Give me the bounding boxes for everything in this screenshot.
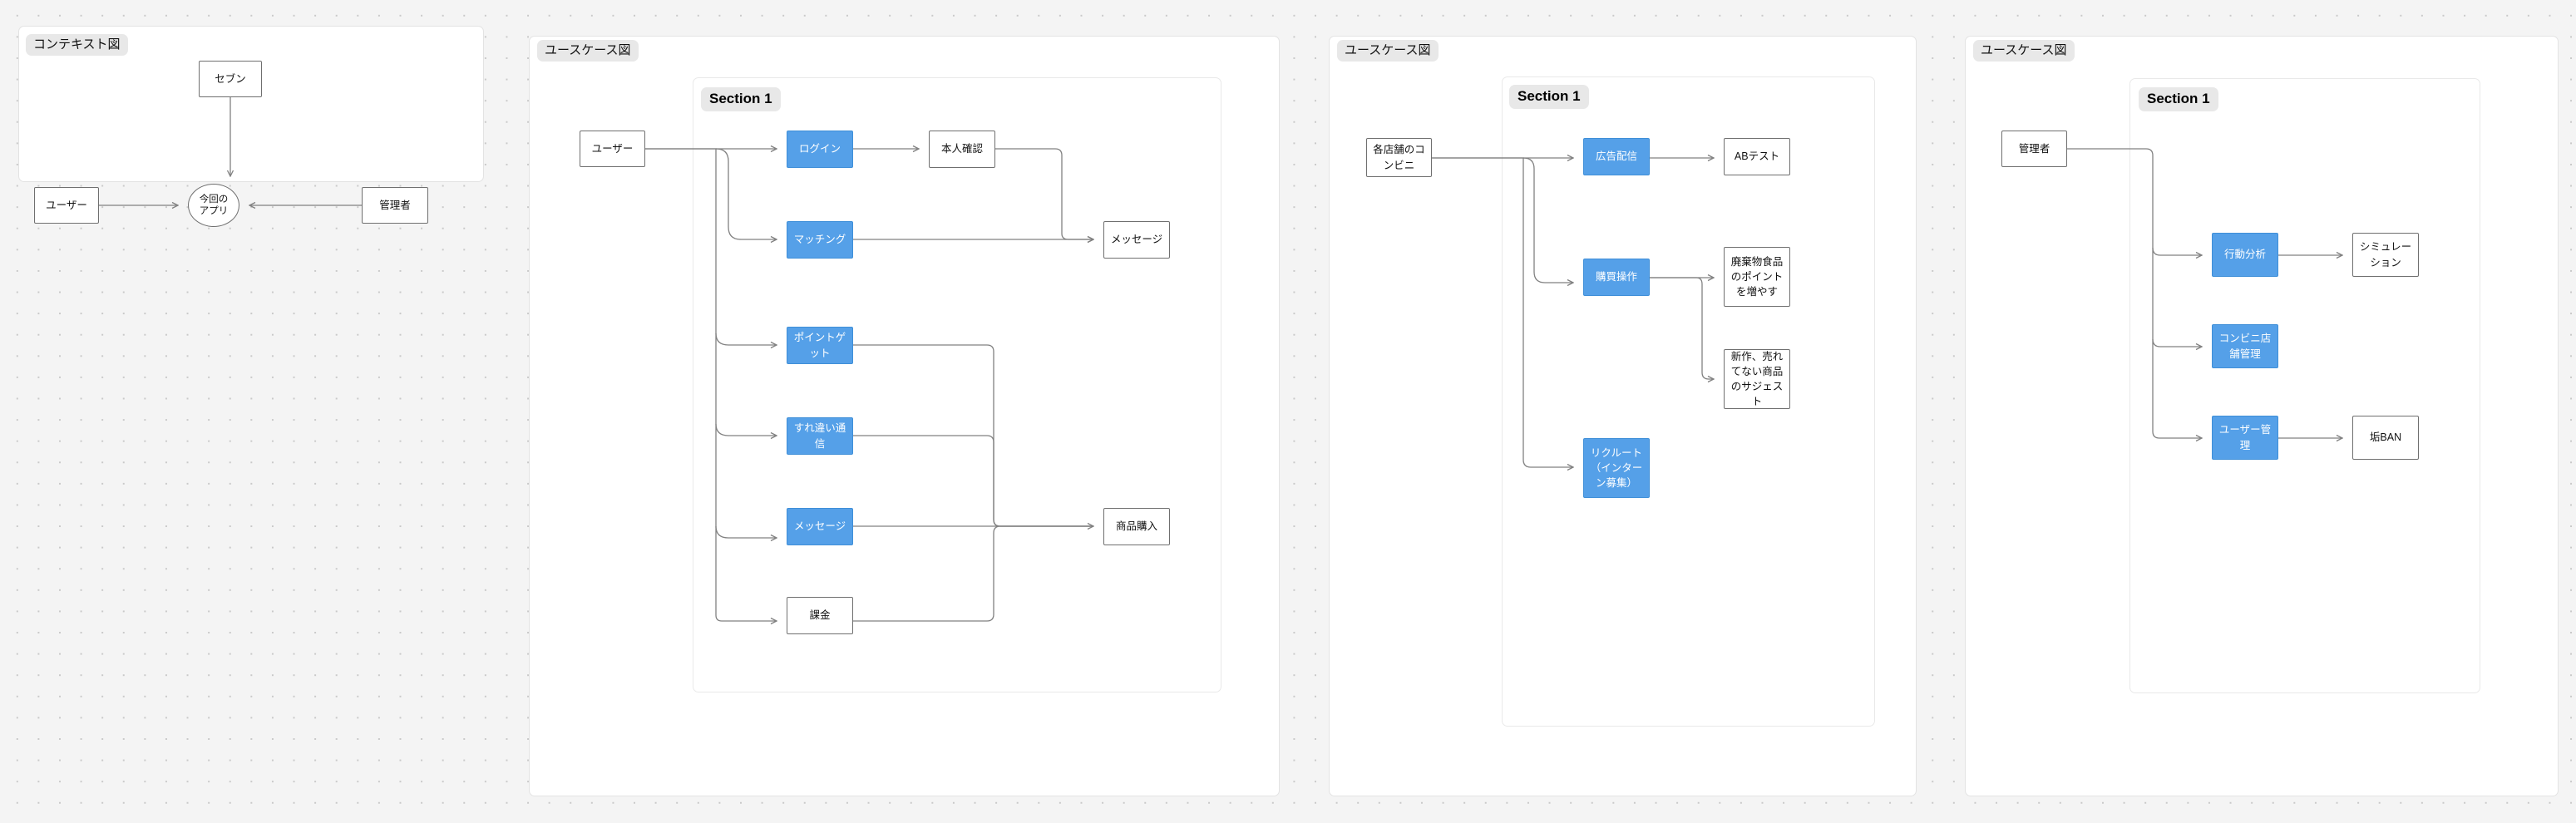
node-uc-point[interactable]: ポイントゲット <box>787 327 853 364</box>
node-st-suggest[interactable]: 新作、売れてない商品のサジェスト <box>1724 349 1790 409</box>
node-uc-matching[interactable]: マッチング <box>787 221 853 259</box>
frame-label-usecase-store[interactable]: ユースケース図 <box>1337 40 1439 62</box>
frame-label-usecase-admin[interactable]: ユースケース図 <box>1973 40 2075 62</box>
node-uc-user[interactable]: ユーザー <box>580 131 645 167</box>
node-ad-admin[interactable]: 管理者 <box>2001 131 2067 167</box>
node-uc-kakin[interactable]: 課金 <box>787 597 853 634</box>
section-label-usecase-store[interactable]: Section 1 <box>1509 85 1589 109</box>
node-ad-behavior[interactable]: 行動分析 <box>2212 233 2278 277</box>
node-uc-buy[interactable]: 商品購入 <box>1103 508 1170 545</box>
node-ad-ban[interactable]: 垢BAN <box>2352 416 2419 460</box>
node-uc-idcheck[interactable]: 本人確認 <box>929 131 995 168</box>
node-this-app-line2: アプリ <box>199 206 229 216</box>
section-frame-usecase-admin[interactable] <box>2129 78 2480 693</box>
node-st-ad[interactable]: 広告配信 <box>1583 138 1650 175</box>
node-this-app-line1: 今回の <box>199 194 229 205</box>
node-uc-login[interactable]: ログイン <box>787 131 853 168</box>
frame-label-usecase-user[interactable]: ユースケース図 <box>537 40 639 62</box>
frame-label-context[interactable]: コンテキスト図 <box>26 34 128 57</box>
node-admin[interactable]: 管理者 <box>362 187 428 224</box>
node-st-recruit[interactable]: リクルート（インターン募集） <box>1583 438 1650 498</box>
node-st-conveni[interactable]: 各店舗のコンビニ <box>1366 138 1432 177</box>
node-ad-store[interactable]: コンビニ店舗管理 <box>2212 324 2278 368</box>
section-frame-usecase-user[interactable] <box>693 77 1221 692</box>
node-st-purchase[interactable]: 購買操作 <box>1583 259 1650 296</box>
node-uc-message-out[interactable]: メッセージ <box>1103 221 1170 259</box>
node-ad-usermgmt[interactable]: ユーザー管理 <box>2212 416 2278 460</box>
node-st-abtest[interactable]: ABテスト <box>1724 138 1790 175</box>
node-st-waste[interactable]: 廃棄物食品のポイントを増やす <box>1724 247 1790 307</box>
node-ad-sim[interactable]: シミュレーション <box>2352 233 2419 277</box>
section-label-usecase-user[interactable]: Section 1 <box>701 87 781 111</box>
node-uc-message[interactable]: メッセージ <box>787 508 853 545</box>
node-uc-surechigai[interactable]: すれ違い通信 <box>787 417 853 455</box>
section-label-usecase-admin[interactable]: Section 1 <box>2139 87 2218 111</box>
node-seven[interactable]: セブン <box>199 61 262 97</box>
node-this-app[interactable]: 今回の アプリ <box>188 184 239 227</box>
node-user[interactable]: ユーザー <box>34 187 99 224</box>
section-frame-usecase-store[interactable] <box>1502 76 1875 727</box>
